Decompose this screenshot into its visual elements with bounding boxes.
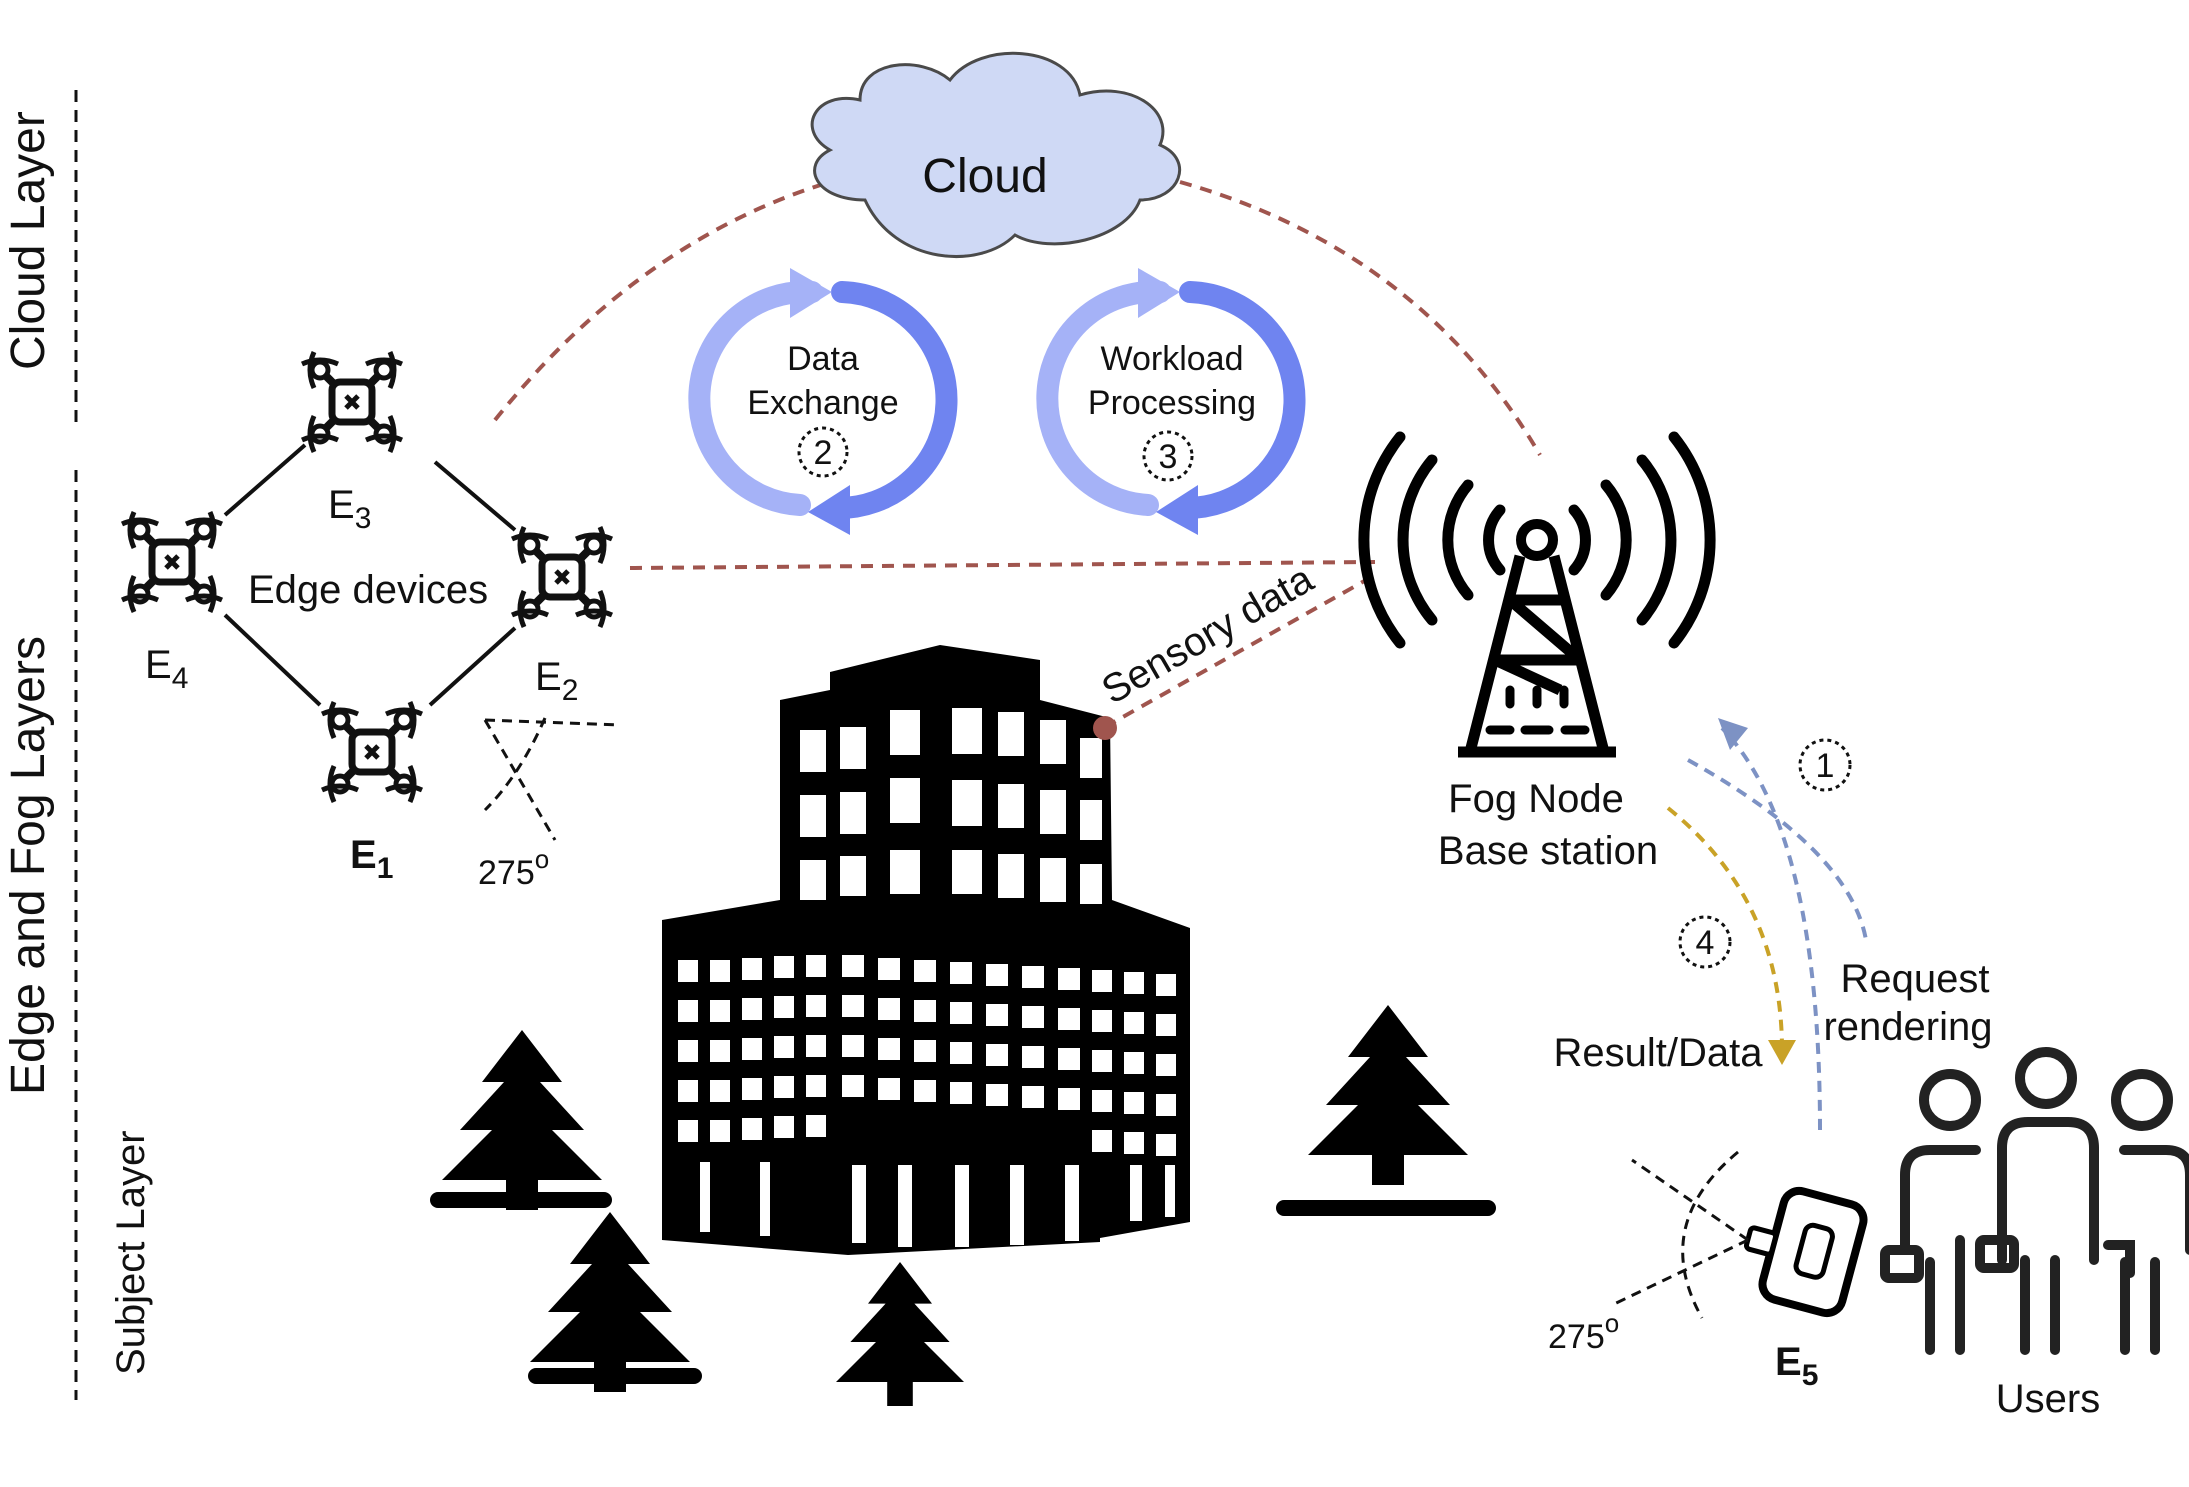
link-cloud-fog [1179, 180, 1542, 457]
link-edge-fog [629, 560, 1376, 570]
request-rendering-arrow [1720, 726, 1822, 1131]
cycle-arc-right [824, 281, 958, 520]
request-rendering-line1: Request [1841, 957, 1990, 1001]
drone-e2-icon [512, 527, 612, 627]
drone-e4-icon [122, 512, 222, 612]
cycle-arc-right [1172, 281, 1306, 520]
cloud-shape [810, 51, 1182, 259]
tree-icon [442, 1030, 602, 1210]
camera-fov-angle: 275o [1548, 1308, 1619, 1356]
cycle-label-line2: Processing [1088, 384, 1256, 422]
edge-link-e4-e1 [223, 613, 322, 707]
e2-label: E2 [535, 655, 578, 707]
users-icon [1880, 1047, 2189, 1355]
fog-node-label-line1: Fog Node [1448, 777, 1624, 821]
e5-label: E5 [1775, 1340, 1818, 1392]
step-1-badge [1798, 738, 1852, 792]
e1-label: E1 [350, 833, 393, 885]
cycle-label-line1: Data [787, 340, 859, 378]
cycle-arrowhead-bottom [1156, 485, 1198, 535]
fog-node-label-line2: Base station [1438, 829, 1658, 873]
cycle-arrowhead-top [790, 268, 832, 318]
edge-devices-label: Edge devices [248, 568, 488, 612]
request-arrowhead [1718, 718, 1748, 750]
data-exchange-cycle: Data Exchange 2 [688, 268, 958, 535]
fog-node-tower-icon [1358, 431, 1716, 758]
result-arrowhead [1768, 1040, 1796, 1065]
tree-ground [528, 1368, 702, 1384]
cloud-label: Cloud [922, 150, 1047, 203]
step-4-badge [1678, 915, 1732, 969]
sensor-dot [1093, 716, 1117, 740]
step-2-number: 2 [814, 434, 833, 472]
edge-link-e3-e4 [223, 443, 307, 517]
result-data-arrow [1666, 806, 1784, 1051]
edge-link-e3-e2 [433, 460, 517, 532]
step-3-badge [1142, 430, 1194, 482]
drone-e3-icon [302, 352, 402, 452]
camera-fov-indicator: 275o [1548, 1150, 1749, 1356]
link-sensor-fog [1104, 573, 1376, 729]
cycle-label-line1: Workload [1101, 340, 1244, 378]
users-label: Users [1996, 1377, 2100, 1421]
e3-label: E3 [328, 483, 371, 535]
drone-e1-icon [322, 702, 422, 802]
camera-device-e5-icon [1743, 1186, 1868, 1318]
edge-devices-cluster: E3 E4 E2 E1 Edge devices [122, 352, 612, 885]
tree-ground [1276, 1200, 1496, 1216]
request-rendering-line2: rendering [1823, 1005, 1992, 1049]
cloud-layer-label: Cloud Layer [2, 111, 55, 370]
result-data-label: Result/Data [1554, 1031, 1764, 1075]
edge-link-e2-e1 [428, 626, 517, 707]
cycle-arrowhead-top [1138, 268, 1180, 318]
step-4-number: 4 [1696, 924, 1715, 962]
tree-ground [430, 1192, 612, 1208]
link-edge-cloud [493, 180, 831, 422]
tree-icon [1308, 1005, 1468, 1185]
building-icon [662, 645, 1190, 1255]
drone-fov-angle: 275o [478, 844, 549, 892]
sensory-data-label: Sensory data [1095, 556, 1322, 712]
cycle-label-line2: Exchange [747, 384, 898, 422]
cycle-arrowhead-bottom [808, 485, 850, 535]
subject-layer-label: Subject Layer [109, 1130, 153, 1375]
step-2-badge [797, 426, 849, 478]
e4-label: E4 [145, 643, 188, 695]
step-3-number: 3 [1159, 438, 1178, 476]
request-arrow-outer [1687, 758, 1868, 941]
step-1-number: 1 [1816, 747, 1835, 785]
edge-fog-layers-label: Edge and Fog Layers [2, 636, 55, 1095]
cycle-arc-left [688, 280, 823, 516]
tree-icon [836, 1262, 964, 1406]
workload-processing-cycle: Workload Processing 3 [1036, 268, 1306, 535]
drone-fov-indicator: 275o [478, 717, 621, 892]
cycle-arc-left [1036, 280, 1171, 516]
